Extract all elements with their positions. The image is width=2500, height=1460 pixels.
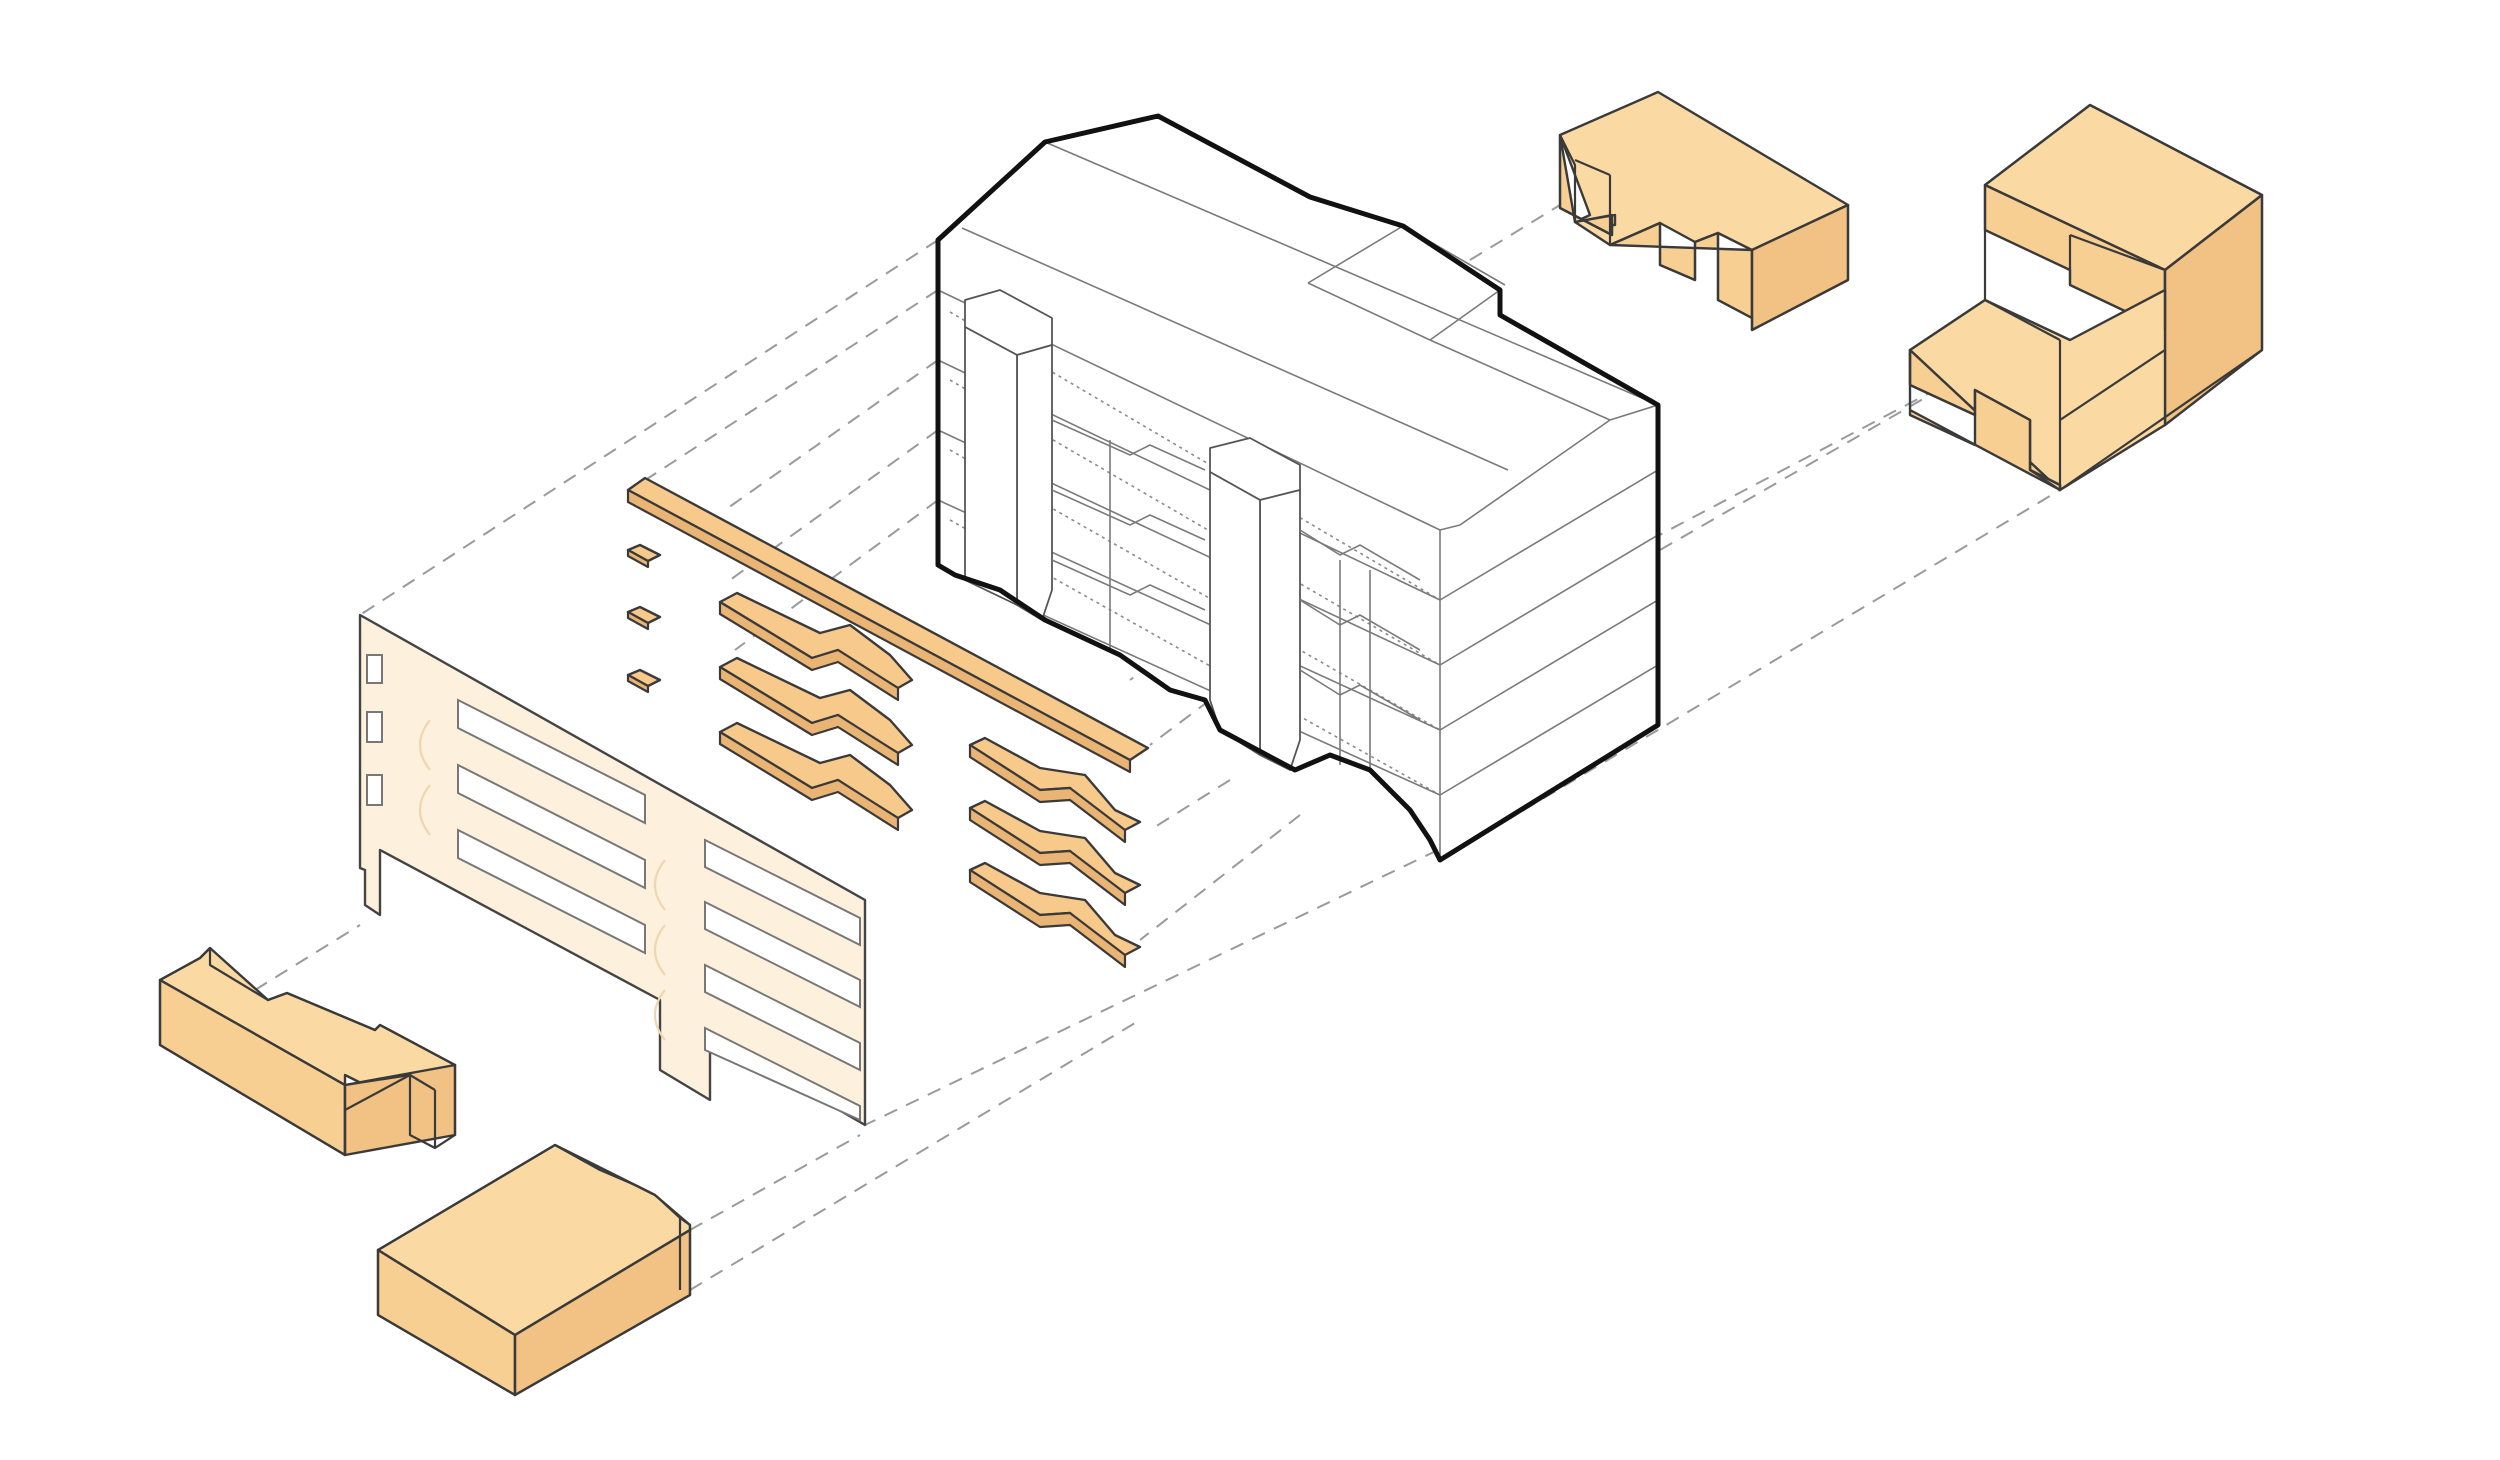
facade-window bbox=[704, 963, 861, 1072]
building-columns bbox=[964, 289, 1301, 771]
building-outline bbox=[935, 113, 1661, 863]
building-roof-lines bbox=[961, 141, 1659, 531]
facade-window bbox=[457, 698, 646, 825]
context-block-lower bbox=[376, 1143, 692, 1397]
slab-small-pieces bbox=[626, 543, 662, 694]
floor-slabs bbox=[626, 476, 1150, 969]
facade-window bbox=[704, 900, 861, 1009]
building-volume bbox=[935, 113, 1661, 863]
facade-panel bbox=[358, 613, 867, 1127]
facade-window bbox=[366, 654, 383, 684]
building-balconies bbox=[1051, 419, 1421, 770]
facade-window bbox=[704, 1026, 861, 1122]
facade-window bbox=[457, 828, 646, 955]
slab-right-stack bbox=[968, 736, 1142, 969]
building-gable-lines bbox=[1439, 469, 1659, 860]
projection-lines bbox=[254, 204, 2061, 1291]
facade-window bbox=[704, 838, 861, 947]
context-block-right bbox=[1908, 103, 2264, 492]
facade-window bbox=[366, 774, 383, 806]
context-block-upper bbox=[1558, 90, 1850, 332]
slab-long bbox=[626, 476, 1150, 774]
context-block-lower-left bbox=[158, 946, 457, 1157]
facade-window bbox=[457, 763, 646, 890]
slab-left-stack bbox=[718, 591, 914, 832]
facade-window bbox=[366, 711, 383, 743]
